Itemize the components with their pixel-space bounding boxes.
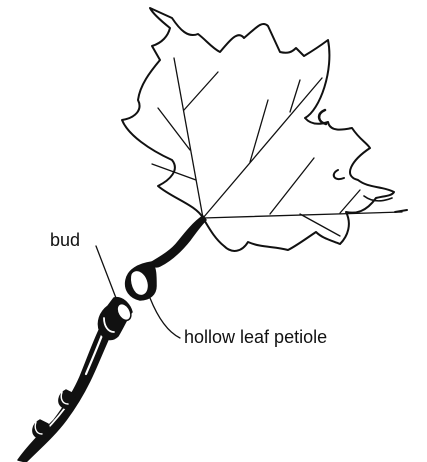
- bud: [98, 298, 133, 340]
- leaf-blade: [122, 8, 407, 251]
- hollow-petiole-base: [126, 262, 156, 300]
- hollow-leaf-petiole-label: hollow leaf petiole: [184, 328, 327, 346]
- petiole-leader-line: [150, 298, 180, 338]
- leaf-petiole: [152, 216, 206, 267]
- bud-label: bud: [50, 231, 80, 249]
- bud-leader-line: [96, 246, 116, 298]
